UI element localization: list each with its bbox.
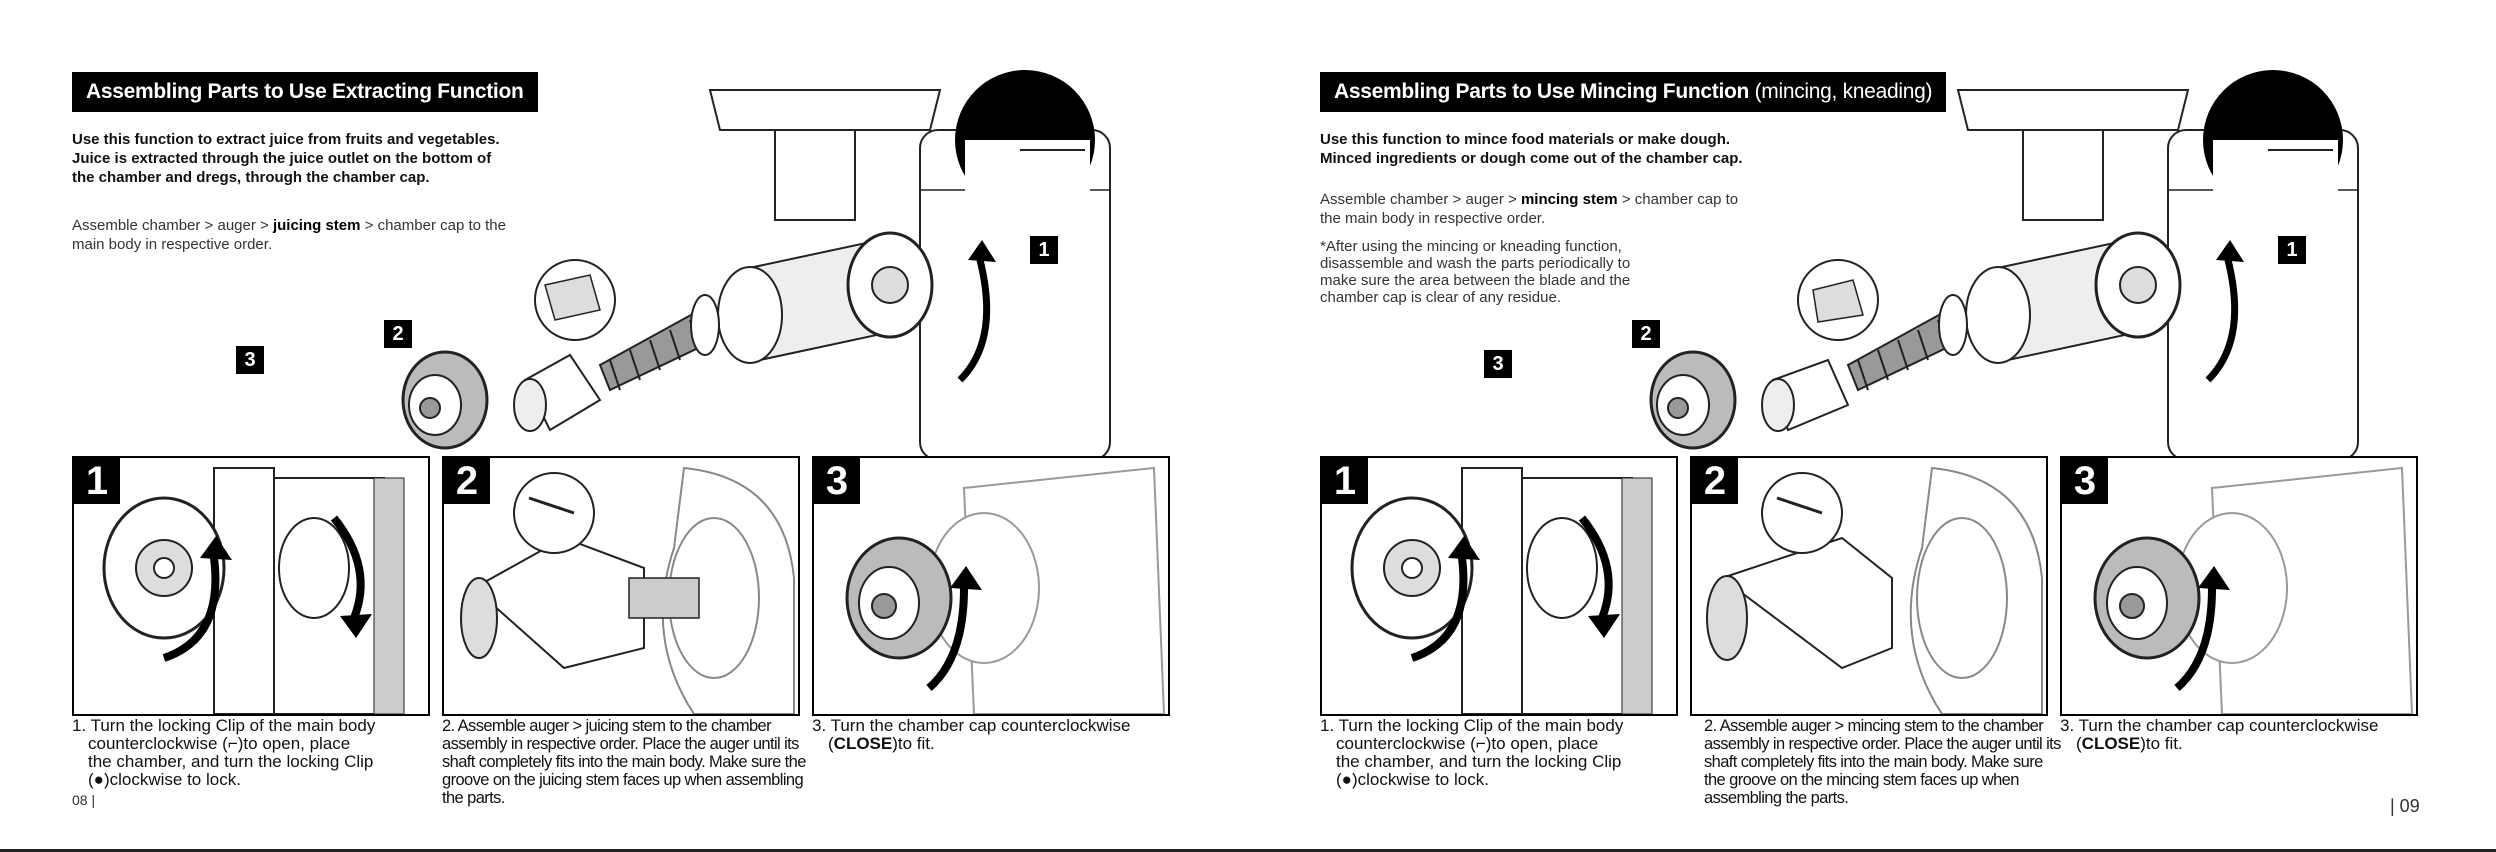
callout-1-right: 1 xyxy=(2278,236,2306,264)
section-title-mincing: Assembling Parts to Use Mincing Function… xyxy=(1320,72,1947,112)
step-panel-1-right: 1 xyxy=(1320,456,1678,716)
callout-2: 2 xyxy=(384,320,412,348)
assembly-order-text: Assemble chamber > auger > juicing stem … xyxy=(72,217,506,253)
step-panel-3: 3 xyxy=(812,456,1170,716)
page-right: Assembling Parts to Use Mincing Function… xyxy=(1248,0,2496,852)
step3-illustration xyxy=(845,466,1166,714)
intro-bold-text-right: Use this function to mince food material… xyxy=(1320,131,1743,167)
exploded-view-illustration-right xyxy=(1649,70,2359,460)
callout-3: 3 xyxy=(236,346,264,374)
step2-illustration xyxy=(460,466,795,714)
unlock-icon: ⌐ xyxy=(1475,734,1486,753)
callout-1: 1 xyxy=(1030,236,1058,264)
step-2-text-right: 2. Assemble auger > mincing stem to the … xyxy=(1704,717,2061,807)
step-2-text: 2. Assemble auger > juicing stem to the … xyxy=(442,717,806,807)
panel-number-1-right: 1 xyxy=(1322,458,1368,504)
callout-2-right: 2 xyxy=(1632,320,1660,348)
lock-icon: ● xyxy=(93,770,104,789)
step1-illustration-right xyxy=(1350,467,1653,714)
step-1-text: 1. Turn the locking Clip of the main bod… xyxy=(72,716,376,789)
panel-number-2: 2 xyxy=(444,458,490,504)
step2-illustration-right xyxy=(1706,466,2043,714)
step3-illustration-right xyxy=(2093,466,2414,714)
step-panel-2: 2 xyxy=(442,456,800,716)
step1-illustration xyxy=(102,467,405,714)
panel-number-3-right: 3 xyxy=(2062,458,2108,504)
exploded-view-illustration xyxy=(401,70,1111,460)
callout-3-right: 3 xyxy=(1484,350,1512,378)
step-3-text: 3. Turn the chamber cap counterclockwise… xyxy=(812,716,1131,753)
bottom-rule xyxy=(0,849,2496,852)
cleaning-note: *After using the mincing or kneading fun… xyxy=(1320,238,1631,306)
panel-number-3: 3 xyxy=(814,458,860,504)
step-panel-2-right: 2 xyxy=(1690,456,2048,716)
lock-icon: ● xyxy=(1341,770,1352,789)
unlock-icon: ⌐ xyxy=(227,734,238,753)
step-3-text-right: 3. Turn the chamber cap counterclockwise… xyxy=(2060,716,2379,753)
step-panel-1: 1 xyxy=(72,456,430,716)
panel-number-1: 1 xyxy=(74,458,120,504)
step-panel-3-right: 3 xyxy=(2060,456,2418,716)
assembly-order-text-right: Assemble chamber > auger > mincing stem … xyxy=(1320,191,1739,227)
panel-number-2-right: 2 xyxy=(1692,458,1738,504)
page-number-right: | 09 xyxy=(2390,796,2420,816)
section-title-extracting: Assembling Parts to Use Extracting Funct… xyxy=(72,72,538,112)
page-number-left: 08 | xyxy=(72,792,96,808)
page-left: Assembling Parts to Use Extracting Funct… xyxy=(72,70,1170,808)
intro-bold-text: Use this function to extract juice from … xyxy=(72,131,500,186)
step-1-text-right: 1. Turn the locking Clip of the main bod… xyxy=(1320,716,1624,789)
